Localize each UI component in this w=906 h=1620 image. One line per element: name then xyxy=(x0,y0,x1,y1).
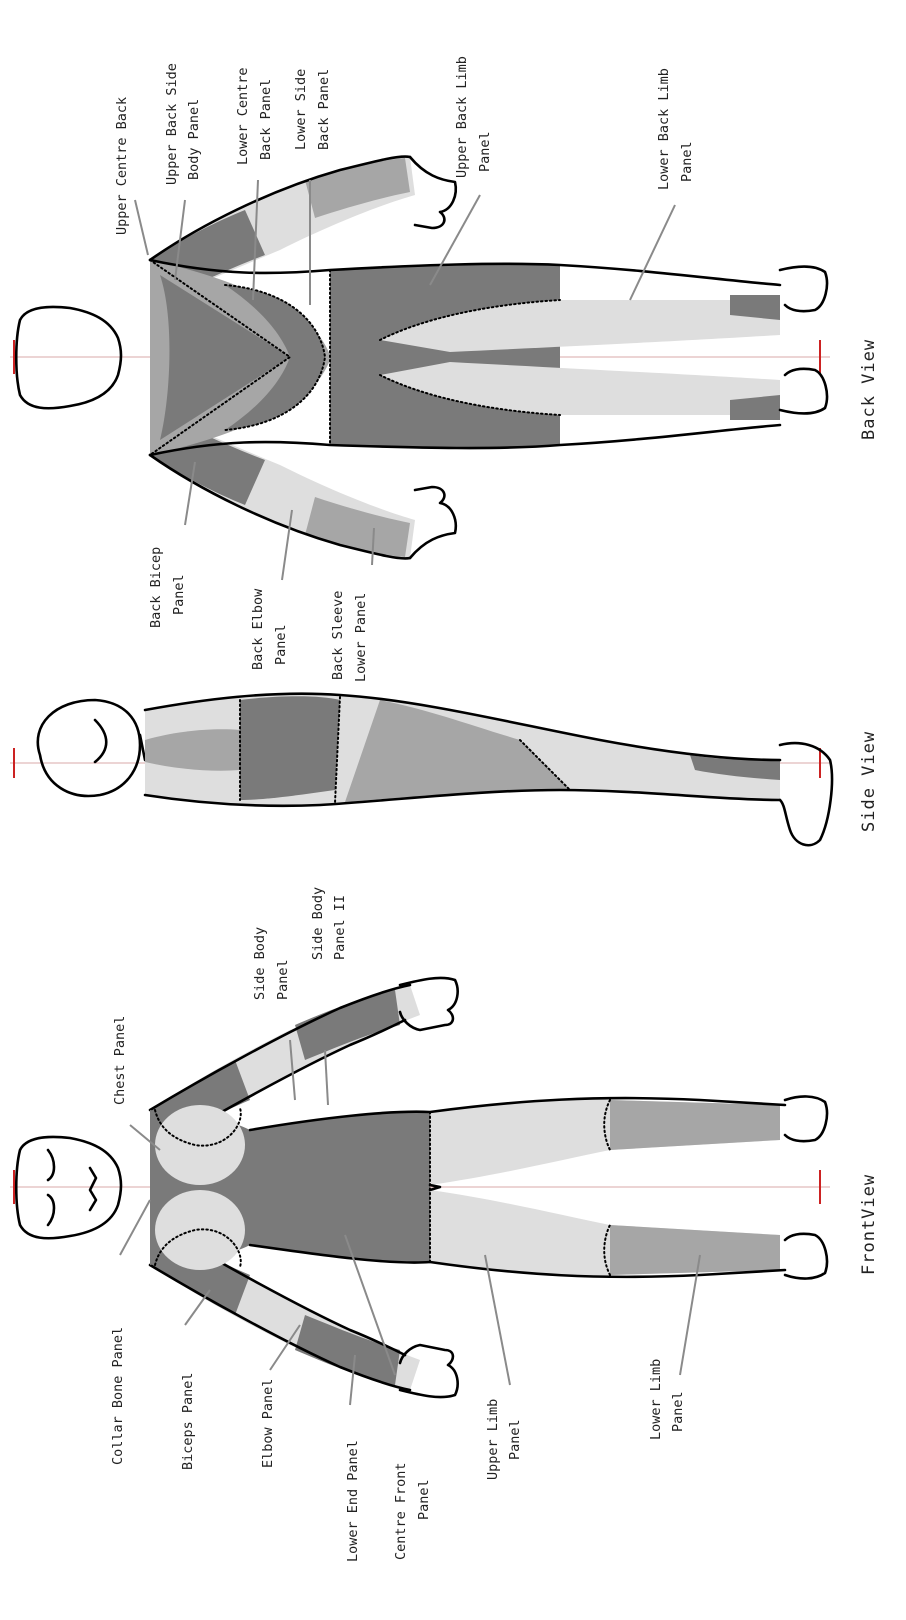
front-head-outline xyxy=(16,1137,121,1238)
side-view-figure xyxy=(10,694,832,846)
side-view-title: Side View xyxy=(859,731,879,832)
label-lower-side-back-2: Back Panel xyxy=(316,69,332,150)
label-upper-back-side-2: Body Panel xyxy=(186,99,202,180)
label-back-bicep-2: Panel xyxy=(171,574,187,615)
back-view-figure xyxy=(10,157,830,559)
leader-biceps xyxy=(185,1290,210,1325)
front-left-lower-limb-panel xyxy=(610,1225,780,1275)
label-side-body-1: Side Body xyxy=(252,927,268,1000)
label-lower-centre-back-1: Lower Centre xyxy=(235,67,251,165)
front-view-title: FrontView xyxy=(859,1174,879,1275)
leader-side-body-ii xyxy=(325,1050,328,1105)
label-back-sleeve-1: Back Sleeve xyxy=(330,591,346,680)
front-view-figure xyxy=(10,978,830,1397)
front-chest-panel-right xyxy=(155,1105,245,1185)
back-upper-back-limb-area xyxy=(330,264,560,448)
front-right-lower-sleeve-panel xyxy=(295,990,400,1060)
back-head-outline xyxy=(16,307,121,408)
leader-upper-limb xyxy=(485,1255,510,1385)
side-head-outline xyxy=(38,700,140,796)
label-back-sleeve-2: Lower Panel xyxy=(353,593,369,682)
label-upper-back-limb-2: Panel xyxy=(477,131,493,172)
back-view-title: Back View xyxy=(859,339,879,440)
label-chest-panel: Chest Panel xyxy=(112,1016,128,1105)
back-left-hand-outline xyxy=(410,487,456,558)
front-chest-panel-left xyxy=(155,1190,245,1270)
label-side-body-ii-1: Side Body xyxy=(310,887,326,960)
back-right-hand-outline xyxy=(410,157,456,228)
label-lower-limb-1: Lower Limb xyxy=(648,1359,664,1440)
label-lower-back-limb-1: Lower Back Limb xyxy=(656,68,672,190)
label-back-bicep-1: Back Bicep xyxy=(148,547,164,628)
label-upper-back-side-1: Upper Back Side xyxy=(164,63,180,185)
label-upper-back-limb-1: Upper Back Limb xyxy=(454,56,470,178)
side-body-panel-dark xyxy=(240,696,340,800)
side-foot-outline xyxy=(780,743,832,845)
label-centre-front-2: Panel xyxy=(416,1479,432,1520)
leader-collar-bone xyxy=(120,1200,150,1255)
label-side-body-ii-2: Panel II xyxy=(332,895,348,960)
label-lower-back-limb-2: Panel xyxy=(679,141,695,182)
label-lower-side-back-1: Lower Side xyxy=(293,69,309,150)
label-lower-end-panel: Lower End Panel xyxy=(345,1440,361,1562)
leader-lower-limb xyxy=(680,1255,700,1375)
label-upper-limb-2: Panel xyxy=(507,1419,523,1460)
label-back-elbow-2: Panel xyxy=(273,624,289,665)
label-centre-front-1: Centre Front xyxy=(393,1462,409,1560)
label-biceps-panel: Biceps Panel xyxy=(180,1372,196,1470)
label-upper-limb-1: Upper Limb xyxy=(485,1399,501,1480)
label-upper-centre-back: Upper Centre Back xyxy=(114,97,130,235)
label-lower-limb-2: Panel xyxy=(670,1391,686,1432)
label-lower-centre-back-2: Back Panel xyxy=(258,79,274,160)
label-elbow-panel: Elbow Panel xyxy=(260,1379,276,1468)
label-side-body-2: Panel xyxy=(275,959,291,1000)
view-titles: FrontView Side View Back View xyxy=(859,339,879,1275)
label-back-elbow-1: Back Elbow xyxy=(250,588,266,670)
label-collar-bone-panel: Collar Bone Panel xyxy=(110,1327,126,1465)
leader-lower-back-limb xyxy=(630,205,675,300)
front-left-lower-sleeve-panel xyxy=(295,1315,400,1385)
leader-upper-centre-back xyxy=(135,200,148,255)
front-right-lower-limb-panel xyxy=(610,1100,780,1150)
